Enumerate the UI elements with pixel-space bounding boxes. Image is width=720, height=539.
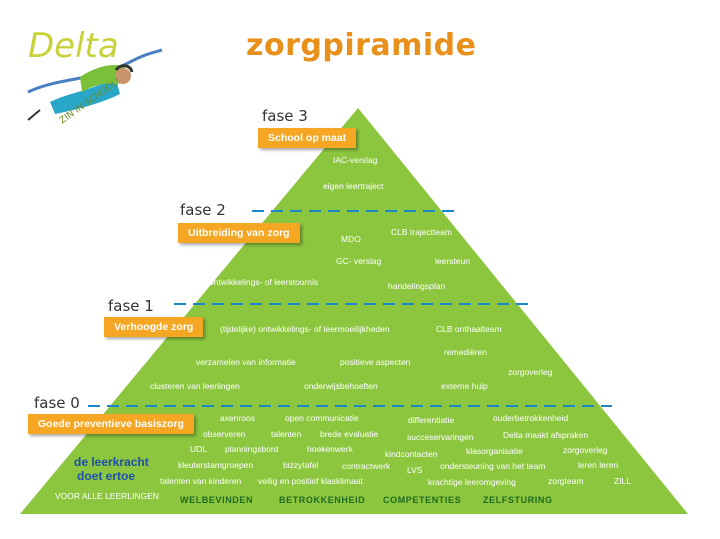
- item: zorgoverleg: [508, 367, 553, 377]
- item: clusteren van leerlingen: [150, 381, 240, 391]
- logo-word: Delta: [28, 26, 119, 66]
- pillar-zelfsturing: ZELFSTURING: [483, 495, 553, 505]
- item: leren leren: [578, 460, 619, 470]
- item: contractwerk: [342, 461, 391, 471]
- phase-2-label: fase 2: [180, 201, 226, 219]
- item: bizzytafel: [283, 460, 319, 470]
- teacher-line-1: de leerkracht: [74, 455, 149, 469]
- item: planningsbord: [225, 444, 279, 454]
- pillar-welbevinden: WELBEVINDEN: [180, 495, 254, 505]
- item: ondersteuning van het team: [440, 461, 546, 471]
- phase-0-tag: Goede preventieve basiszorg: [28, 414, 194, 434]
- item: doorverwijzing: [370, 112, 415, 119]
- phase-1-tag: Verhoogde zorg: [104, 317, 204, 337]
- item: IAC-verslag: [333, 155, 378, 165]
- item: Delta maakt afspraken: [503, 430, 589, 440]
- item: handelingsplan: [388, 281, 446, 291]
- phase-2-tag: Uitbreiding van zorg: [178, 223, 300, 243]
- item: CLB trajectteam: [391, 227, 452, 237]
- pillar-competenties: COMPETENTIES: [383, 495, 462, 505]
- item: ouderbetrokkenheid: [493, 413, 569, 423]
- item: krachtige leeromgeving: [428, 477, 516, 487]
- page-title: zorgpiramide: [246, 28, 477, 63]
- item: brede evaluatie: [320, 429, 379, 439]
- item: MDO: [341, 234, 361, 244]
- item: observeren: [203, 429, 246, 439]
- item: verzamelen van informatie: [196, 357, 296, 367]
- item: remediëren: [444, 347, 487, 357]
- item: kleuterstamgroepen: [178, 460, 254, 470]
- item: (tijdelijke) ontwikkelings- of leermoeil…: [220, 324, 390, 334]
- item: klasorganisatie: [466, 446, 523, 456]
- item: open communicatie: [285, 413, 359, 423]
- item: externe hulp: [441, 381, 488, 391]
- item: zorgteam: [548, 476, 584, 486]
- pillar-betrokkenheid: BETROKKENHEID: [279, 495, 366, 505]
- item: veilig en positief klasklimaat: [258, 476, 363, 486]
- teacher-line-2: doet ertoe: [77, 469, 136, 483]
- phase-3-tag: School op maat: [258, 128, 357, 148]
- phase-1-label: fase 1: [108, 297, 154, 315]
- all-students-label: VOOR ALLE LEERLINGEN: [55, 491, 159, 501]
- phase-3-label: fase 3: [262, 107, 308, 125]
- item: ZILL: [614, 476, 632, 486]
- item: eigen leertraject: [323, 181, 384, 191]
- item: positieve aspecten: [340, 357, 411, 367]
- item: talenten: [271, 429, 302, 439]
- item: ontwikkelings- of leerstoornis: [209, 277, 319, 287]
- item: GC- verslag: [336, 256, 382, 266]
- item: onderwijsbehoeften: [304, 381, 378, 391]
- item: LVS: [407, 465, 423, 475]
- item: leersteun: [435, 256, 470, 266]
- item: talenten van kinderen: [160, 476, 242, 486]
- item: hoekenwerk: [307, 444, 353, 454]
- item: kindcontacten: [385, 449, 438, 459]
- item: UDL: [190, 444, 208, 454]
- item: axenroos: [220, 413, 255, 423]
- item: CLB onthaalteam: [436, 324, 502, 334]
- item: succeservaringen: [407, 432, 474, 442]
- delta-logo: [27, 48, 163, 121]
- item: zorgoverleg: [563, 445, 608, 455]
- item: differentiatie: [408, 415, 455, 425]
- phase-0-label: fase 0: [34, 394, 80, 412]
